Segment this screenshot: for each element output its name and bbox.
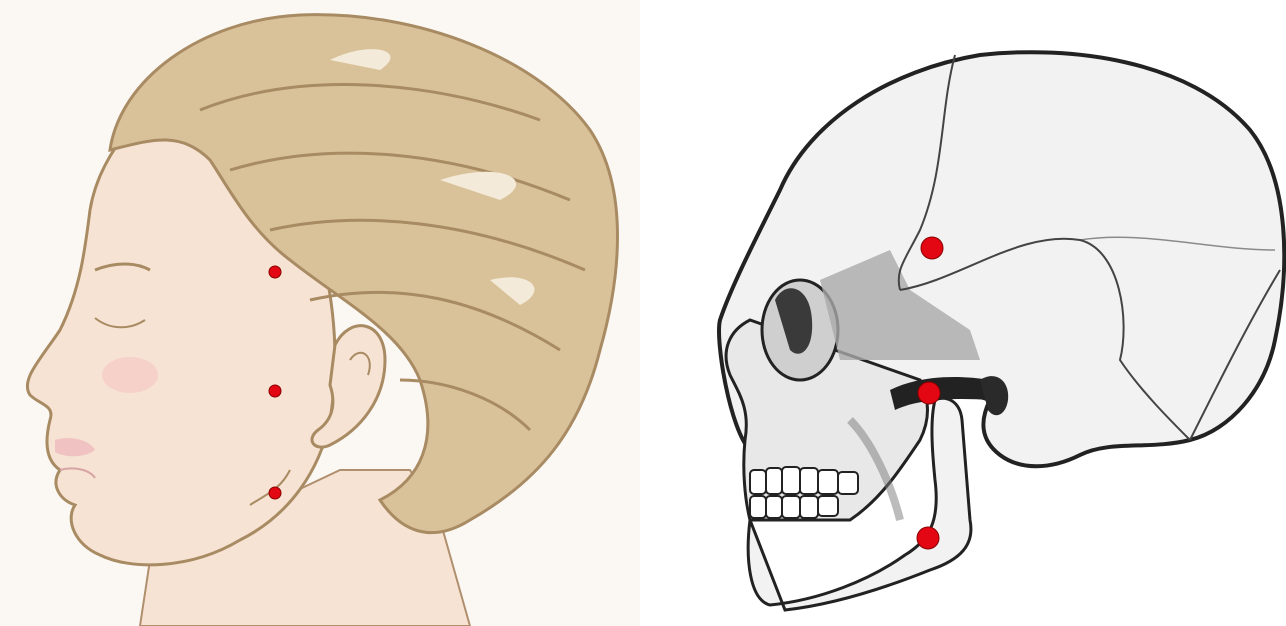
- face-profile-illustration: [0, 0, 640, 626]
- skull-lateral-svg: [690, 0, 1286, 626]
- skull-lateral-illustration: [690, 0, 1286, 626]
- skull-tmj-marker: [918, 382, 940, 404]
- skull-mandible-angle-marker: [917, 527, 939, 549]
- face-temple-marker: [269, 266, 281, 278]
- face-cheek-marker: [269, 385, 281, 397]
- face-profile-svg: [0, 0, 640, 626]
- face-jaw-angle-marker: [269, 487, 281, 499]
- skull-temple-marker: [921, 237, 943, 259]
